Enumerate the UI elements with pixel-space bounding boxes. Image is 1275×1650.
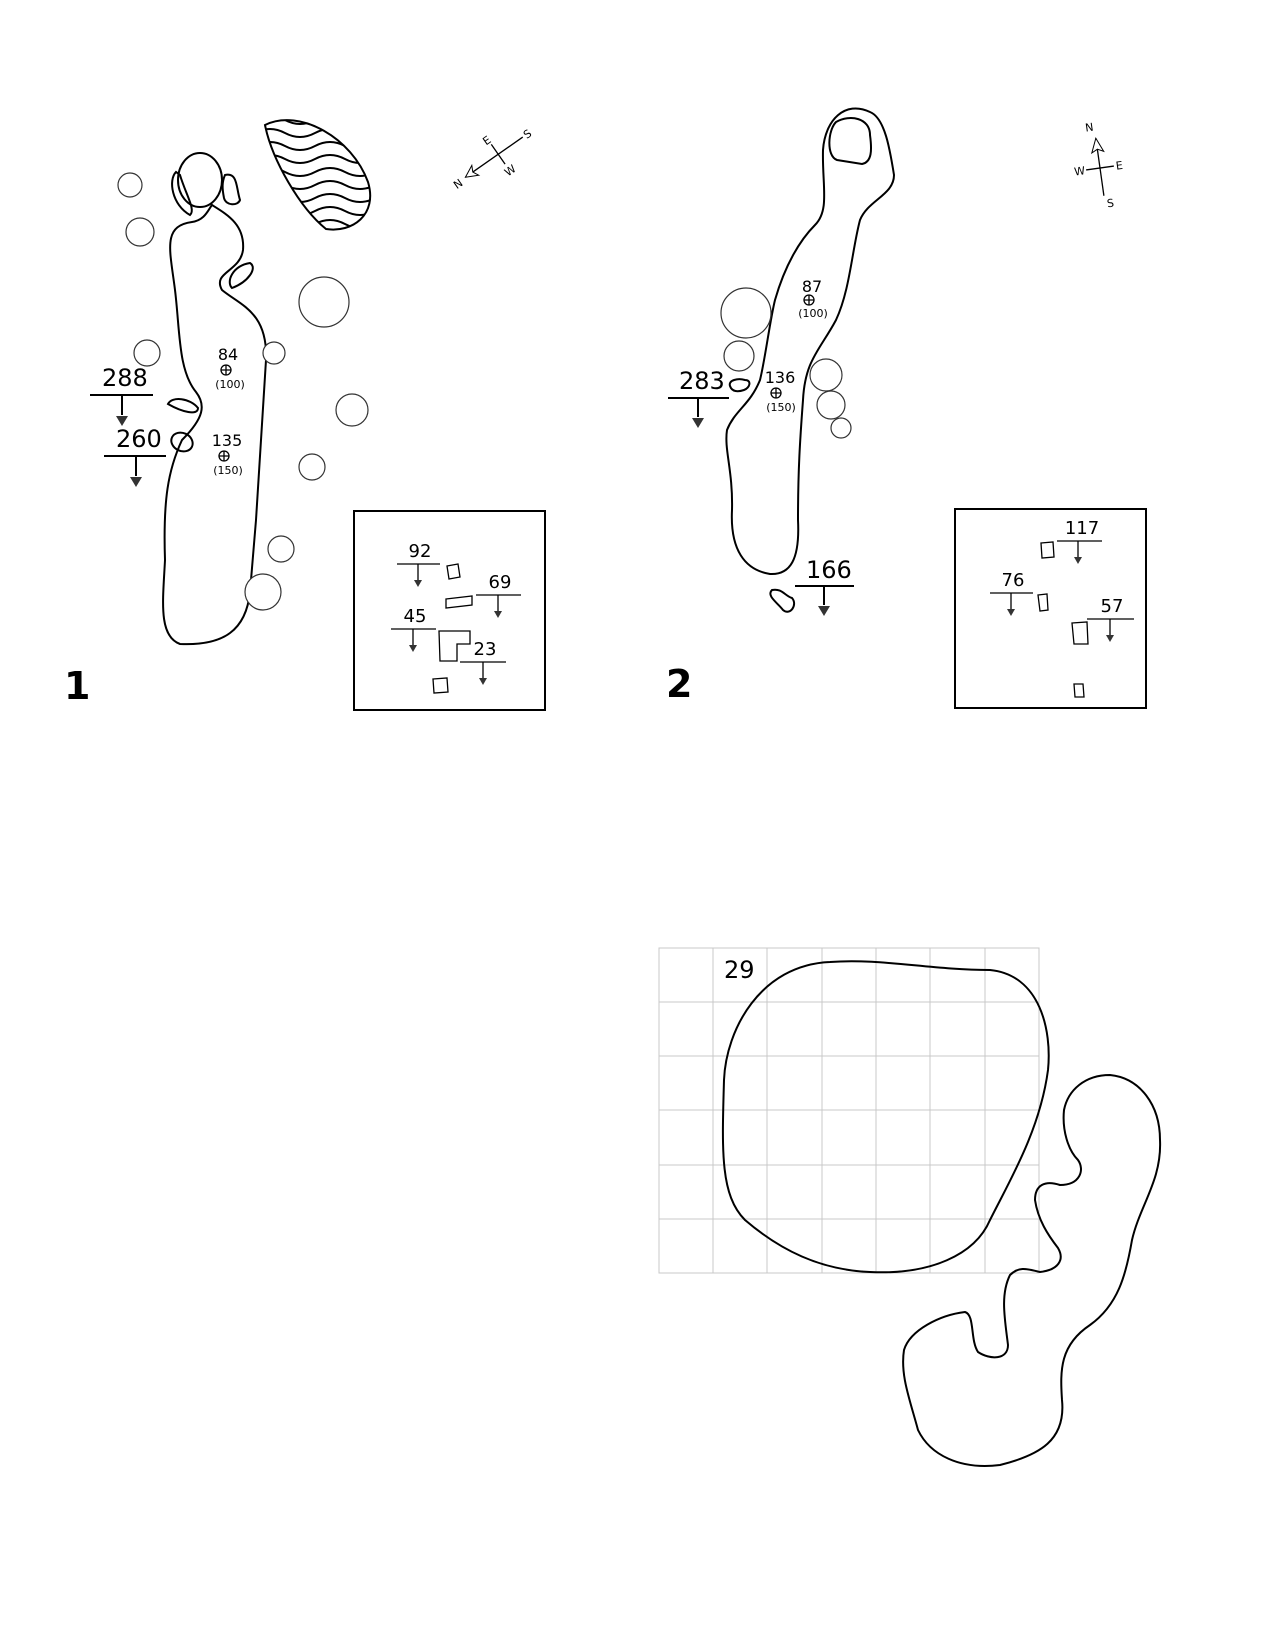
sprinkler-marker: 87 (100)	[798, 277, 828, 320]
tree	[809, 358, 843, 392]
tree	[267, 535, 295, 563]
tee-yardage: 260	[116, 425, 162, 453]
sprinkler-yardage: 135	[212, 431, 243, 450]
tree	[125, 217, 155, 247]
tree	[720, 287, 772, 339]
fairway-outline	[162, 203, 268, 646]
sprinkler-yardage: 136	[765, 368, 796, 387]
hole-number: 2	[666, 662, 692, 706]
tree	[335, 393, 369, 427]
sprinkler-label: (100)	[215, 378, 245, 391]
hole-2: 283 166 87 (100) 136 (150) N E W	[666, 107, 1147, 709]
hole-number: 1	[64, 664, 90, 708]
compass-n: N	[1084, 121, 1094, 135]
tree	[298, 453, 326, 481]
inset-yardage: 45	[404, 606, 427, 627]
tree	[723, 340, 755, 372]
sprinkler-marker: 84 (100)	[215, 345, 245, 391]
tee-yardage: 166	[806, 556, 852, 584]
inset-yardage: 57	[1101, 596, 1124, 617]
green	[828, 117, 872, 166]
inset-yardage: 23	[474, 639, 497, 660]
tee-yardage: 288	[102, 364, 148, 392]
green-detail: 29	[658, 947, 1162, 1467]
green-inset: 117 76 57	[954, 508, 1147, 709]
compass-w: W	[1073, 164, 1086, 178]
tee-marker: 166	[795, 556, 854, 616]
sprinkler-yardage: 84	[218, 345, 238, 364]
bunker	[769, 588, 796, 613]
water-hazard	[263, 119, 371, 231]
tree	[244, 573, 282, 611]
trees	[720, 287, 852, 439]
bunker	[221, 173, 242, 206]
tree	[133, 339, 161, 367]
trees	[117, 172, 369, 611]
tee-yardage: 283	[679, 367, 725, 395]
inset-yardage: 117	[1065, 518, 1099, 539]
bunker-outline	[902, 1073, 1162, 1467]
compass-e: E	[1115, 159, 1124, 173]
green-depth-label: 29	[724, 956, 755, 984]
bunker	[171, 170, 193, 217]
compass-n: N	[451, 176, 465, 191]
yardage-grid	[658, 947, 1040, 1274]
tee-marker: 283	[668, 367, 729, 428]
bunker	[166, 398, 200, 414]
tree	[262, 341, 286, 365]
fairway-outline	[725, 107, 896, 576]
sprinkler-label: (100)	[798, 307, 828, 320]
green-outline	[721, 960, 1050, 1274]
compass-s: S	[521, 127, 534, 142]
bunker	[170, 431, 194, 453]
hole-1: 288 260 84 (100) 135 (150) N E W	[64, 119, 546, 711]
green-inset: 92 69 45 23	[353, 510, 546, 711]
green	[177, 152, 223, 208]
compass-s: S	[1106, 196, 1115, 210]
compass-w: W	[502, 162, 518, 179]
inset-yardage: 69	[489, 572, 512, 593]
bunker	[728, 378, 751, 393]
sprinkler-yardage: 87	[802, 277, 822, 296]
compass: N E W S	[1073, 121, 1124, 211]
tree	[117, 172, 143, 198]
sprinkler-marker: 135 (150)	[212, 431, 243, 477]
compass-e: E	[480, 133, 493, 148]
sprinkler-label: (150)	[766, 401, 796, 414]
bunker	[228, 261, 254, 290]
compass: N E W S	[451, 127, 534, 192]
tree	[830, 417, 852, 439]
tee-marker: 288	[90, 364, 153, 426]
inset-yardage: 76	[1002, 570, 1025, 591]
inset-yardage: 92	[409, 541, 432, 562]
tree	[298, 276, 350, 328]
sprinkler-label: (150)	[213, 464, 243, 477]
tree	[816, 390, 846, 420]
sprinkler-marker: 136 (150)	[765, 368, 796, 414]
tee-marker: 260	[104, 425, 166, 487]
